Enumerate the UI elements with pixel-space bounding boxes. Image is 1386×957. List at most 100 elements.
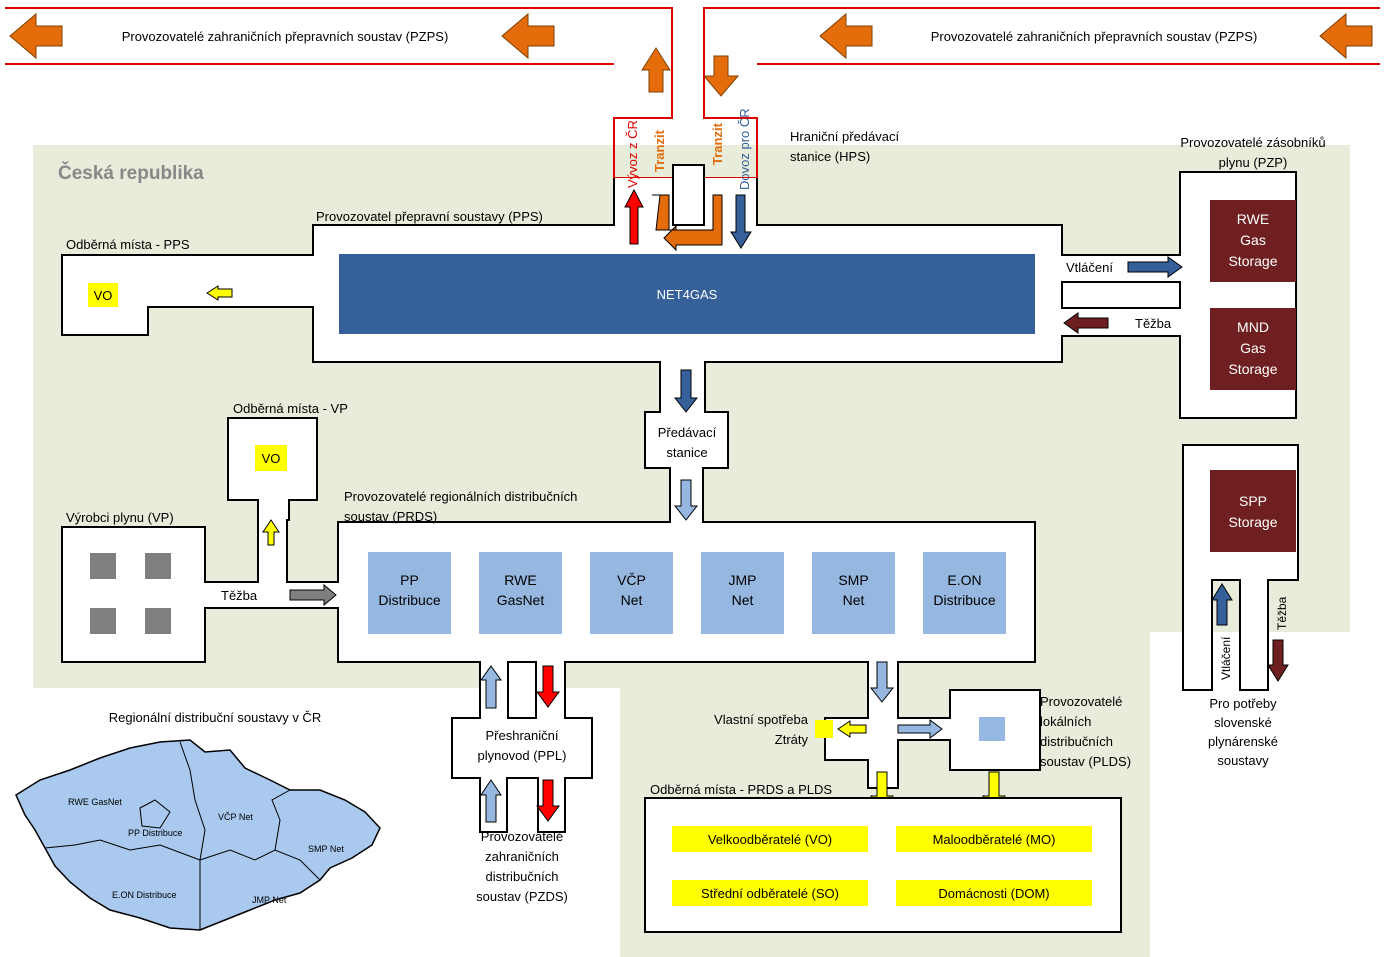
net4gas-label: NET4GAS: [657, 287, 718, 302]
prds-operator-label: Distribuce: [933, 592, 995, 608]
producer-3: [90, 608, 116, 634]
plds-l4: soustav (PLDS): [1040, 754, 1131, 769]
consumer-box: [672, 826, 868, 852]
prds-operator-label: RWE: [504, 572, 536, 588]
pzds-l1: Provozovatelé: [481, 829, 563, 844]
spp-note-l4: soustavy: [1217, 753, 1269, 768]
transit-out-label: Tranzit: [652, 129, 667, 172]
prds-operator-label: JMP: [729, 572, 757, 588]
final-consumers-box: [644, 797, 1122, 933]
predavaci-to-prds-arrow: [673, 479, 699, 521]
predavaci-l1: Předávací: [658, 425, 717, 440]
map-region-vcp: VČP Net: [218, 812, 253, 822]
pzds-l4: soustav (PZDS): [476, 889, 568, 904]
odber-pps-vo: VO: [94, 288, 113, 303]
consumer-label: Střední odběratelé (SO): [701, 886, 839, 901]
pzps-left-label: Provozovatelé zahraničních přepravních s…: [122, 29, 449, 44]
plds-l1: Provozovatelé: [1040, 694, 1122, 709]
spp-note-l3: plynárenské: [1208, 734, 1278, 749]
pzp-injection-label: Vtláčení: [1066, 260, 1113, 275]
spp-extraction-arrow: [1267, 639, 1289, 682]
producer-1: [90, 553, 116, 579]
pzds-l3: distribučních: [486, 869, 559, 884]
injection-arrow: [1127, 256, 1183, 278]
consumer-label: Velkoodběratelé (VO): [708, 832, 832, 847]
pipe-inner-gaps: [507, 164, 1181, 719]
prds-operator-label: VČP: [617, 572, 646, 588]
prds-operators: PPDistribuceRWEGasNetVČPNetJMPNetSMPNetE…: [368, 552, 1006, 634]
odber-pps-title: Odběrná místa - PPS: [66, 237, 190, 252]
ppl-up-arrow: [480, 665, 502, 709]
map-region-eon: E.ON Distribuce: [112, 890, 177, 900]
pps-pipe-outline: [61, 171, 1297, 833]
rwe-storage-l2: Gas: [1240, 232, 1266, 248]
pps-to-prds-arrow: [673, 369, 699, 413]
import-label: Dovoz pro ČR: [737, 108, 752, 190]
mnd-storage-l3: Storage: [1228, 361, 1277, 377]
prds-operator-label: Net: [621, 592, 643, 608]
prds-operator-box: [479, 552, 562, 634]
prds-operator-label: Net: [732, 592, 754, 608]
ppl-l1: Přeshraniční: [486, 728, 559, 743]
own-use-l1: Vlastní spotřeba: [714, 712, 809, 727]
spp-storage-l1: SPP: [1239, 493, 1267, 509]
hps-label-line1: Hraniční předávací: [790, 129, 899, 144]
map-region-rwe: RWE GasNet: [68, 797, 122, 807]
pps-label: Provozovatel přepravní soustavy (PPS): [316, 209, 543, 224]
vp-title: Výrobci plynu (VP): [66, 510, 174, 525]
pzp-extraction-label: Těžba: [1135, 316, 1172, 331]
net4gas-box: [339, 254, 1035, 334]
consumer-box: [896, 880, 1092, 906]
to-plds-arrow: [897, 719, 943, 739]
country-label: Česká republika: [58, 162, 204, 184]
map-title: Regionální distribuční soustavy v ČR: [109, 710, 321, 725]
odber-pps-vo-box: [88, 283, 118, 307]
spp-storage-l2: Storage: [1228, 514, 1277, 530]
map-region-pp: PP Distribuce: [128, 828, 182, 838]
pps-to-vo-arrow: [206, 285, 233, 301]
consumer-box: [896, 826, 1092, 852]
prds-operator-box: [590, 552, 673, 634]
pzp-title-line2: plynu (PZP): [1219, 155, 1288, 170]
prds-operator-box: [701, 552, 784, 634]
predavaci-l2: stanice: [666, 445, 707, 460]
map-outline: [15, 739, 381, 931]
prds-operator-label: SMP: [838, 572, 868, 588]
rwe-storage-l1: RWE: [1237, 211, 1269, 227]
vp-to-vo-arrow: [262, 519, 280, 546]
czech-map: RWE GasNet PP Distribuce VČP Net SMP Net…: [15, 739, 381, 931]
ppl-down-arrow: [536, 665, 560, 708]
hps-label-line2: stanice (HPS): [790, 149, 870, 164]
pzps-arrows: [9, 12, 1373, 97]
pzp-title-line1: Provozovatelé zásobníků: [1180, 135, 1325, 150]
own-use-box: [815, 720, 833, 738]
final-consumers-title: Odběrná místa - PRDS a PLDS: [650, 782, 832, 797]
spp-note-l2: slovenské: [1214, 715, 1272, 730]
prds-operator-label: Net: [843, 592, 865, 608]
plds-l2: lokálních: [1040, 714, 1091, 729]
odber-vp-vo: VO: [262, 451, 281, 466]
spp-storage: [1210, 470, 1296, 552]
pzps-right-label: Provozovatelé zahraničních přepravních s…: [931, 29, 1258, 44]
extraction-arrow: [1063, 312, 1109, 334]
consumer-box: [672, 880, 868, 906]
pzds-down-arrow: [536, 779, 560, 822]
mnd-storage-l2: Gas: [1240, 340, 1266, 356]
rwe-gas-storage: [1210, 200, 1296, 282]
pzds-l2: zahraničních: [485, 849, 559, 864]
own-use-arrow: [837, 720, 867, 738]
consumer-items: Velkoodběratelé (VO)Maloodběratelé (MO)S…: [672, 826, 1092, 906]
own-use-l2: Ztráty: [775, 732, 809, 747]
mnd-storage-l1: MND: [1237, 319, 1269, 335]
vp-extraction-label: Těžba: [221, 588, 258, 603]
spp-extraction-label: Těžba: [1275, 596, 1289, 630]
prds-operator-label: GasNet: [497, 592, 545, 608]
prds-operator-box: [812, 552, 895, 634]
border-flow-arrows: [624, 188, 752, 252]
prds-operator-label: E.ON: [947, 572, 981, 588]
prds-down-arrow: [869, 661, 895, 703]
producer-4: [145, 608, 171, 634]
transit-in-label: Tranzit: [710, 122, 725, 165]
ppl-l2: plynovod (PPL): [478, 748, 567, 763]
